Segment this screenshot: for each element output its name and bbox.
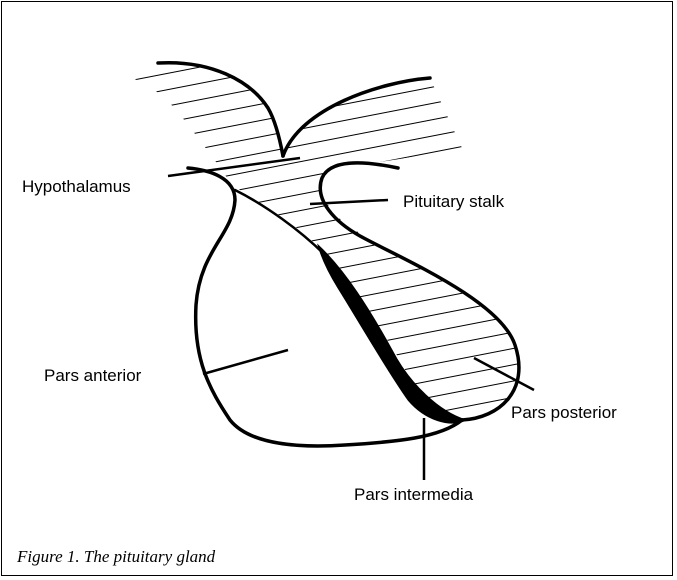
figure-caption: Figure 1. The pituitary gland (17, 548, 215, 565)
pars-posterior-label: Pars posterior (511, 404, 617, 421)
hypothalamus-label: Hypothalamus (22, 178, 131, 195)
pituitary-stalk-label: Pituitary stalk (403, 193, 504, 210)
hatched-neural-region (120, 63, 519, 420)
pars-anterior-label: Pars anterior (44, 367, 141, 384)
pars-anterior-leader (203, 350, 288, 374)
pars-intermedia-label: Pars intermedia (354, 486, 473, 503)
